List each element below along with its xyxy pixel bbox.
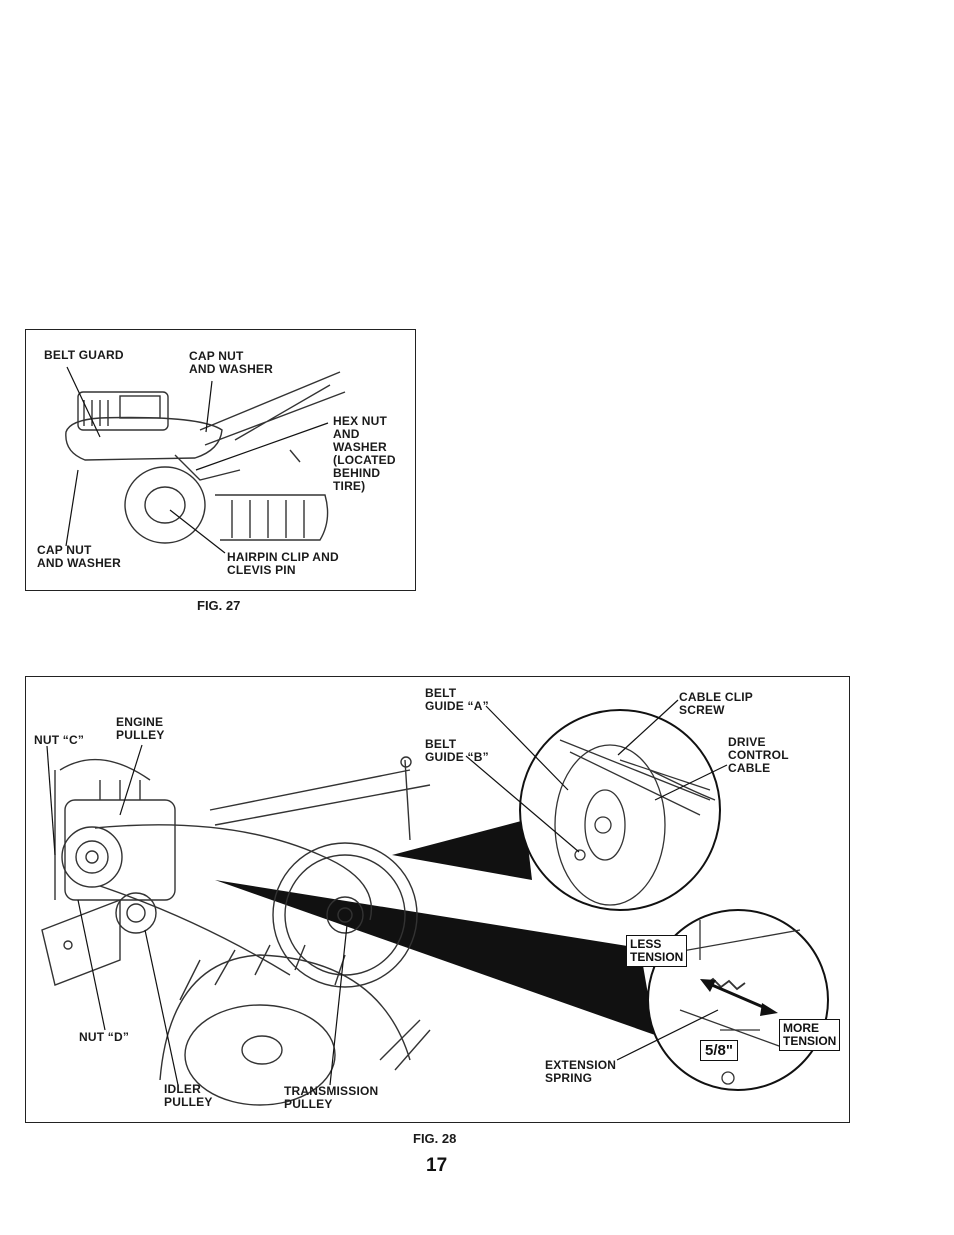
nut-c-label: NUT “C”	[34, 733, 85, 747]
belt-guide-a-label: BELT GUIDE “A”	[425, 686, 489, 713]
hex-nut-label: HEX NUT AND WASHER (LOCATED BEHIND TIRE)	[333, 414, 396, 493]
idler-pulley-label: IDLER PULLEY	[164, 1082, 213, 1109]
page-number: 17	[426, 1155, 448, 1176]
figure-28-caption: FIG. 28	[413, 1131, 457, 1146]
less-tension-label: LESS TENSION	[626, 935, 688, 967]
dimension-label: 5/8"	[700, 1040, 738, 1061]
transmission-pulley-label: TRANSMISSION PULLEY	[284, 1084, 379, 1111]
cap-nut-top-label: CAP NUT AND WASHER	[189, 349, 274, 376]
more-tension-label: MORE TENSION	[779, 1019, 841, 1051]
cap-nut-bottom-label: CAP NUT AND WASHER	[37, 543, 122, 570]
nut-d-label: NUT “D”	[79, 1030, 130, 1044]
hairpin-clip-label: HAIRPIN CLIP AND CLEVIS PIN	[227, 550, 339, 577]
extension-spring-label: EXTENSION SPRING	[545, 1058, 617, 1085]
belt-guard-label: BELT GUARD	[44, 348, 124, 362]
figure-27-caption: FIG. 27	[197, 598, 241, 613]
belt-guide-b-label: BELT GUIDE “B”	[425, 737, 489, 764]
drive-control-cable-label: DRIVE CONTROL CABLE	[728, 735, 789, 775]
engine-pulley-label: ENGINE PULLEY	[116, 715, 165, 742]
cable-clip-screw-label: CABLE CLIP SCREW	[679, 690, 753, 717]
